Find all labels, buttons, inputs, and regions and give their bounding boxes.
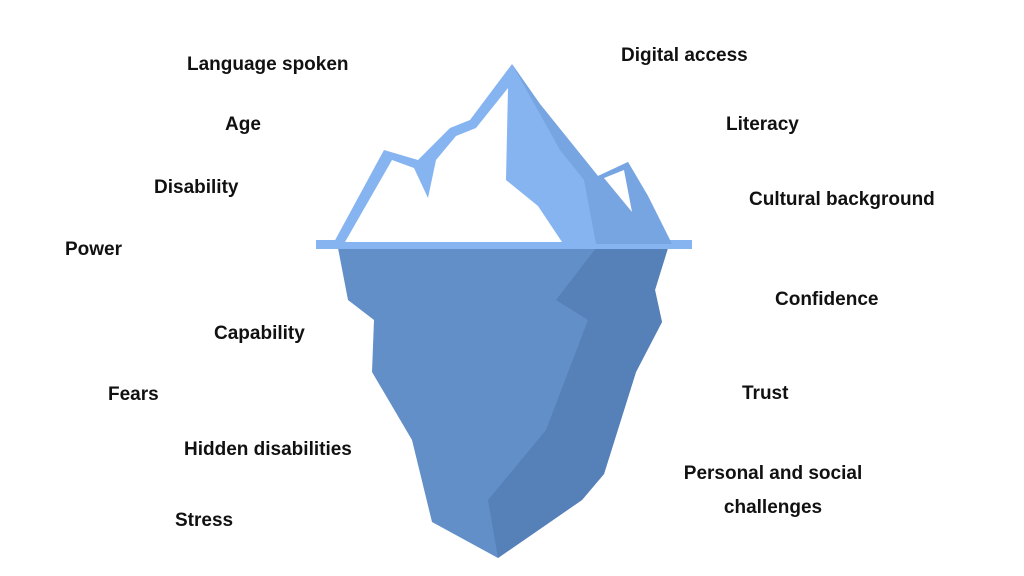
label-fears: Fears — [108, 384, 159, 405]
label-language-spoken: Language spoken — [187, 54, 349, 75]
label-power: Power — [65, 239, 123, 260]
iceberg-underwater-shadow — [488, 248, 668, 558]
iceberg-tip-shadow — [512, 64, 672, 244]
label-stress: Stress — [175, 510, 234, 531]
label-trust: Trust — [742, 383, 789, 404]
label-digital-access: Digital access — [621, 45, 748, 66]
label-disability: Disability — [154, 177, 239, 198]
iceberg-right-notch — [604, 170, 632, 212]
label-capability: Capability — [214, 323, 305, 344]
waterline — [316, 240, 692, 249]
label-personal-and-social-challenges: Personal and social challenges — [683, 463, 863, 518]
iceberg-snow — [345, 88, 562, 242]
label-cultural-background: Cultural background — [749, 189, 935, 210]
label-hidden-disabilities: Hidden disabilities — [184, 439, 352, 460]
label-confidence: Confidence — [775, 289, 879, 310]
label-literacy: Literacy — [726, 114, 799, 135]
label-age: Age — [225, 114, 261, 135]
